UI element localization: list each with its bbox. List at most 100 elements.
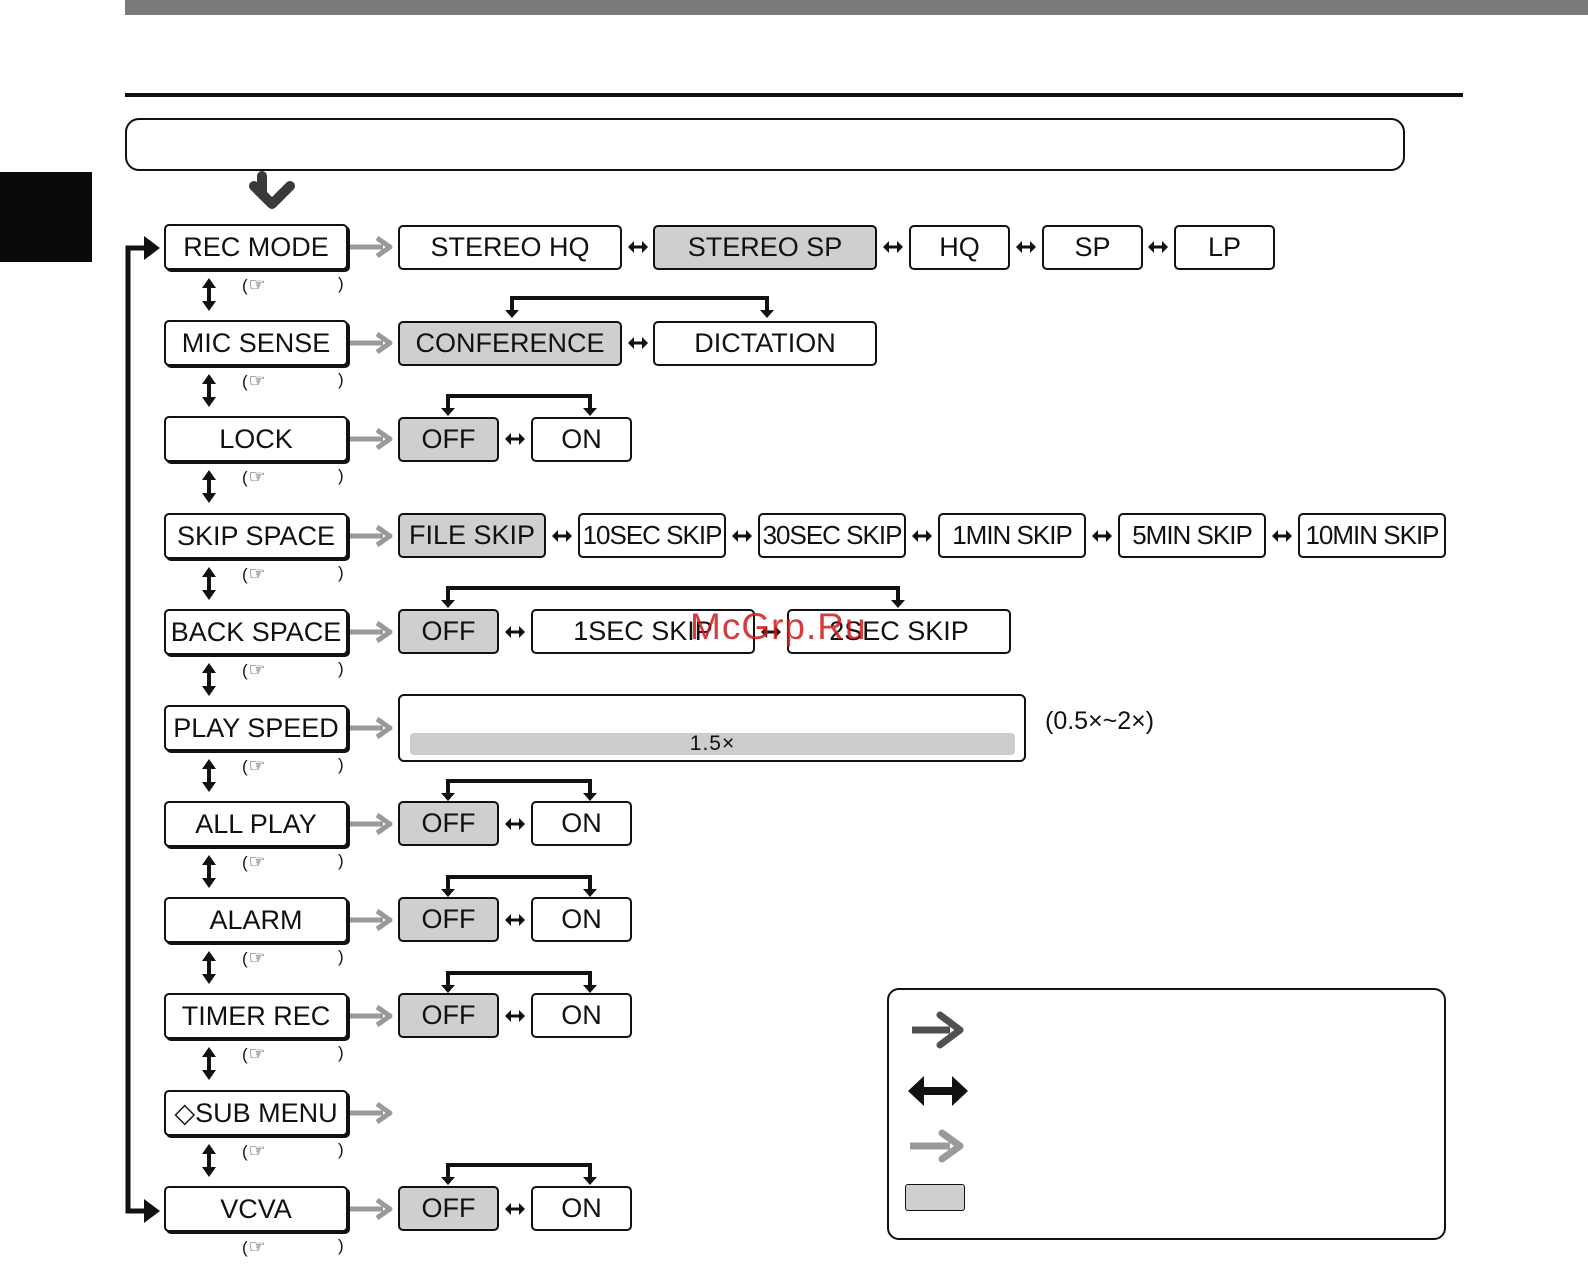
option-lock-off[interactable]: OFF	[398, 417, 499, 462]
vertical-double-arrow-icon	[202, 567, 216, 600]
vertical-double-arrow-icon	[202, 1047, 216, 1080]
option-vcva-on[interactable]: ON	[531, 1186, 632, 1231]
page-reference: (☞)	[242, 563, 344, 585]
menu-label: TIMER REC	[181, 1000, 331, 1031]
pointing-hand-icon: ☞	[248, 371, 266, 392]
menu-alarm[interactable]: ALARM	[164, 897, 348, 943]
vertical-double-arrow-icon	[202, 663, 216, 696]
option-30sec-skip[interactable]: 30SEC SKIP	[758, 513, 906, 558]
wrap-bracket	[441, 586, 905, 608]
option-10min-skip[interactable]: 10MIN SKIP	[1298, 513, 1446, 558]
header-rule	[125, 93, 1463, 97]
double-arrow-icon	[1148, 241, 1168, 253]
menu-sub-menu[interactable]: ◇SUB MENU	[164, 1090, 348, 1136]
menu-label: BACK SPACE	[170, 616, 342, 647]
page-reference: (☞)	[242, 274, 344, 296]
pointing-hand-icon: ☞	[248, 948, 266, 969]
double-arrow-icon	[912, 530, 932, 542]
option-backspace-off[interactable]: OFF	[398, 609, 499, 654]
gray-right-arrow-icon	[349, 908, 393, 932]
menu-back-space[interactable]: BACK SPACE	[164, 609, 348, 655]
wrap-bracket	[441, 779, 597, 801]
option-1sec-skip[interactable]: 1SEC SKIP	[531, 609, 755, 654]
option-vcva-off[interactable]: OFF	[398, 1186, 499, 1231]
double-arrow-icon	[883, 241, 903, 253]
menu-label: PLAY SPEED	[173, 712, 339, 743]
loop-line	[125, 245, 148, 1214]
menu-label: ALL PLAY	[195, 808, 317, 839]
wrap-bracket	[441, 394, 597, 416]
double-arrow-icon	[1272, 530, 1292, 542]
option-alarm-off[interactable]: OFF	[398, 897, 499, 942]
menu-rec-mode[interactable]: REC MODE	[164, 224, 348, 270]
gray-right-arrow-icon	[349, 1197, 393, 1221]
vertical-double-arrow-icon	[202, 374, 216, 407]
option-stereo-sp[interactable]: STEREO SP	[653, 225, 877, 270]
double-arrow-icon	[1016, 241, 1036, 253]
double-arrow-icon	[505, 818, 525, 830]
option-file-skip[interactable]: FILE SKIP	[398, 513, 546, 558]
menu-timer-rec[interactable]: TIMER REC	[164, 993, 348, 1039]
menu-all-play[interactable]: ALL PLAY	[164, 801, 348, 847]
option-10sec-skip[interactable]: 10SEC SKIP	[578, 513, 726, 558]
vertical-double-arrow-icon	[202, 470, 216, 503]
chapter-tab	[0, 172, 92, 262]
option-2sec-skip[interactable]: 2SEC SKIP	[787, 609, 1011, 654]
pointing-hand-icon: ☞	[248, 1141, 266, 1162]
option-sp[interactable]: SP	[1042, 225, 1143, 270]
option-conference[interactable]: CONFERENCE	[398, 321, 622, 366]
vertical-double-arrow-icon	[202, 759, 216, 792]
option-lock-on[interactable]: ON	[531, 417, 632, 462]
menu-label: ALARM	[209, 904, 303, 935]
menu-play-speed[interactable]: PLAY SPEED	[164, 705, 348, 751]
pointing-hand-icon: ☞	[248, 467, 266, 488]
menu-vcva[interactable]: VCVA	[164, 1186, 348, 1232]
vertical-double-arrow-icon	[202, 855, 216, 888]
double-arrow-icon	[628, 337, 648, 349]
option-1min-skip[interactable]: 1MIN SKIP	[938, 513, 1086, 558]
option-allplay-off[interactable]: OFF	[398, 801, 499, 846]
option-dictation[interactable]: DICTATION	[653, 321, 877, 366]
double-arrow-icon	[732, 530, 752, 542]
option-5min-skip[interactable]: 5MIN SKIP	[1118, 513, 1266, 558]
double-arrow-icon	[908, 1076, 968, 1106]
option-hq[interactable]: HQ	[909, 225, 1010, 270]
menu-skip-space[interactable]: SKIP SPACE	[164, 513, 348, 559]
option-alarm-on[interactable]: ON	[531, 897, 632, 942]
menu-label: REC MODE	[183, 231, 329, 262]
menu-label: MIC SENSE	[181, 327, 331, 358]
menu-mic-sense[interactable]: MIC SENSE	[164, 320, 348, 366]
pointing-hand-icon: ☞	[248, 1044, 266, 1065]
gray-right-arrow-icon	[349, 1101, 393, 1125]
gray-right-arrow-icon	[349, 524, 393, 548]
page-reference: (☞)	[242, 947, 344, 969]
play-speed-value-bar[interactable]: 1.5×	[410, 732, 1015, 755]
double-arrow-icon	[505, 1203, 525, 1215]
menu-lock[interactable]: LOCK	[164, 416, 348, 462]
gray-right-arrow-icon	[349, 235, 393, 259]
page-reference: (☞)	[242, 1236, 344, 1258]
menu-label: SKIP SPACE	[176, 520, 336, 551]
page-reference: (☞)	[242, 1043, 344, 1065]
option-allplay-on[interactable]: ON	[531, 801, 632, 846]
gray-swatch-icon	[905, 1184, 965, 1211]
page-reference: (☞)	[242, 659, 344, 681]
watermark: McGrp.Ru	[690, 606, 867, 647]
double-arrow-icon	[1092, 530, 1112, 542]
double-arrow-icon	[505, 914, 525, 926]
double-arrow-icon	[505, 626, 525, 638]
option-lp[interactable]: LP	[1174, 225, 1275, 270]
vertical-double-arrow-icon	[202, 278, 216, 311]
page-reference: (☞)	[242, 1140, 344, 1162]
wrap-bracket	[505, 296, 774, 318]
top-bar	[125, 0, 1588, 15]
option-stereo-hq[interactable]: STEREO HQ	[398, 225, 622, 270]
double-arrow-icon	[761, 626, 781, 638]
wrap-bracket	[441, 971, 597, 993]
option-timer-on[interactable]: ON	[531, 993, 632, 1038]
menu-label: ◇SUB MENU	[174, 1097, 338, 1128]
down-arrow-icon	[249, 171, 295, 209]
option-timer-off[interactable]: OFF	[398, 993, 499, 1038]
gray-right-arrow-icon	[349, 716, 393, 740]
